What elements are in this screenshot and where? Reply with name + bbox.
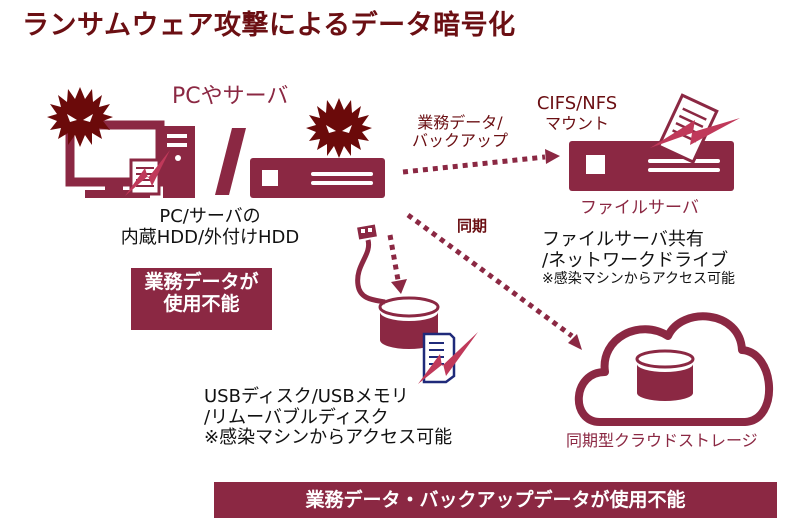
backup-arrow-label-line2: バックアップ <box>412 131 509 151</box>
diagram-title: ランサムウェア攻撃によるデータ暗号化 <box>22 10 516 41</box>
cloud-storage-label: 同期型クラウドストレージ <box>566 431 758 450</box>
virus-icon <box>306 98 372 158</box>
pc-server-status-badge: 業務データが 使用不能 <box>131 268 272 330</box>
pc-server-caption: PC/サーバの 内蔵HDD/外付けHDD <box>90 206 330 248</box>
file-server-note: ※感染マシンからアクセス可能 <box>542 271 736 288</box>
rack-server-icon <box>250 158 385 198</box>
cloud-storage-icon <box>574 312 773 426</box>
file-server-icon <box>569 93 740 191</box>
arrow-to-file-server <box>402 149 560 175</box>
status-line1: 業務データが <box>144 271 259 293</box>
mount-label-line2: マウント <box>544 113 609 133</box>
virus-icon <box>47 87 113 147</box>
arrow-to-usb-disk <box>387 234 407 294</box>
file-server-desc-line1: ファイルサーバ共有 <box>542 229 704 250</box>
mount-label-line1: CIFS/NFS <box>536 93 618 114</box>
usb-desc-line1: USBディスク/USBメモリ <box>204 386 409 407</box>
status-line2: 使用不能 <box>163 292 240 315</box>
arrow-to-cloud <box>406 212 582 350</box>
pc-server-heading: PCやサーバ <box>172 84 289 109</box>
mount-label: CIFS/NFS マウント <box>522 93 632 133</box>
sync-label: 同期 <box>457 217 488 235</box>
slash-separator <box>215 128 246 195</box>
usb-note: ※感染マシンからアクセス可能 <box>204 427 453 449</box>
pc-server-caption-line2: 内蔵HDD/外付けHDD <box>120 226 300 248</box>
file-server-desc-line2: /ネットワークドライブ <box>542 249 729 271</box>
usb-icon <box>355 224 386 305</box>
footer-banner: 業務データ・バックアップデータが使用不能 <box>214 482 777 518</box>
usb-desc-line2: /リムーバブルディスク <box>204 406 389 428</box>
file-server-description: ファイルサーバ共有 /ネットワークドライブ ※感染マシンからアクセス可能 <box>542 229 736 288</box>
file-server-label: ファイルサーバ <box>580 198 699 218</box>
usb-disk-icon <box>378 296 478 384</box>
backup-arrow-label: 業務データ/ バックアップ <box>412 113 509 151</box>
pc-server-caption-line1: PC/サーバの <box>159 206 261 227</box>
backup-arrow-label-line1: 業務データ/ <box>417 113 503 132</box>
desktop-pc-icon <box>65 120 195 198</box>
usb-description: USBディスク/USBメモリ /リムーバブルディスク ※感染マシンからアクセス可… <box>204 386 453 449</box>
